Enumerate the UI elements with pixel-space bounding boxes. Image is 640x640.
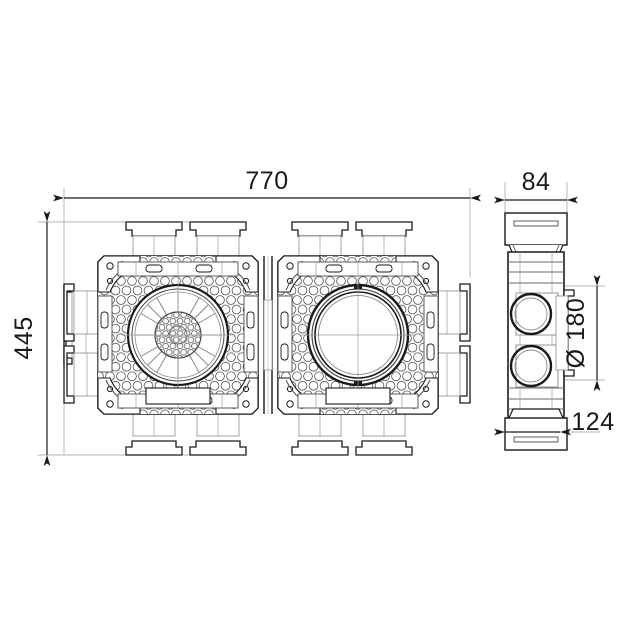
dimension-port-offset: 124 [494, 408, 614, 436]
left-module-label-plate [145, 387, 211, 405]
right-module-side-rails [277, 295, 439, 373]
hub-centre-mark [121, 278, 235, 392]
side-view-port-lower [509, 344, 559, 388]
dimension-overall-width: 770 [53, 167, 481, 202]
module-join-seam [263, 256, 273, 414]
left-module-side-rails [97, 295, 259, 373]
dimension-label-84: 84 [522, 168, 551, 196]
side-view-body [507, 251, 575, 419]
bottom-flange [291, 413, 349, 456]
bore-centre-mark [301, 278, 415, 392]
top-flange [189, 221, 247, 259]
right-module-label-plate [325, 387, 391, 405]
right-module [277, 255, 439, 415]
dimension-label-180: Ø 180 [562, 298, 590, 369]
right-hub-open-bore [301, 278, 415, 392]
top-flange [355, 221, 413, 259]
dimension-overall-height: 445 [10, 211, 51, 466]
plan-view [63, 221, 471, 456]
side-view-spigot [555, 289, 575, 377]
top-flange [125, 221, 183, 259]
side-view [504, 212, 575, 451]
side-view-port-upper [509, 292, 559, 336]
dimension-label-445: 445 [10, 316, 38, 359]
left-module [97, 255, 259, 415]
top-flange [291, 221, 349, 259]
bottom-flange [189, 413, 247, 456]
bottom-flange-group [125, 413, 413, 456]
top-flange-group [125, 221, 413, 259]
dimension-label-770: 770 [245, 167, 288, 195]
dimension-side-width: 84 [494, 168, 578, 204]
bottom-flange [125, 413, 183, 456]
dimension-label-124: 124 [571, 408, 614, 436]
side-view-top-bracket [504, 212, 568, 255]
dimension-port-diameter: Ø 180 [562, 275, 601, 391]
side-view-bottom-bracket [504, 408, 568, 451]
bottom-flange [355, 413, 413, 456]
left-hub-spoked-wheel [121, 278, 235, 392]
